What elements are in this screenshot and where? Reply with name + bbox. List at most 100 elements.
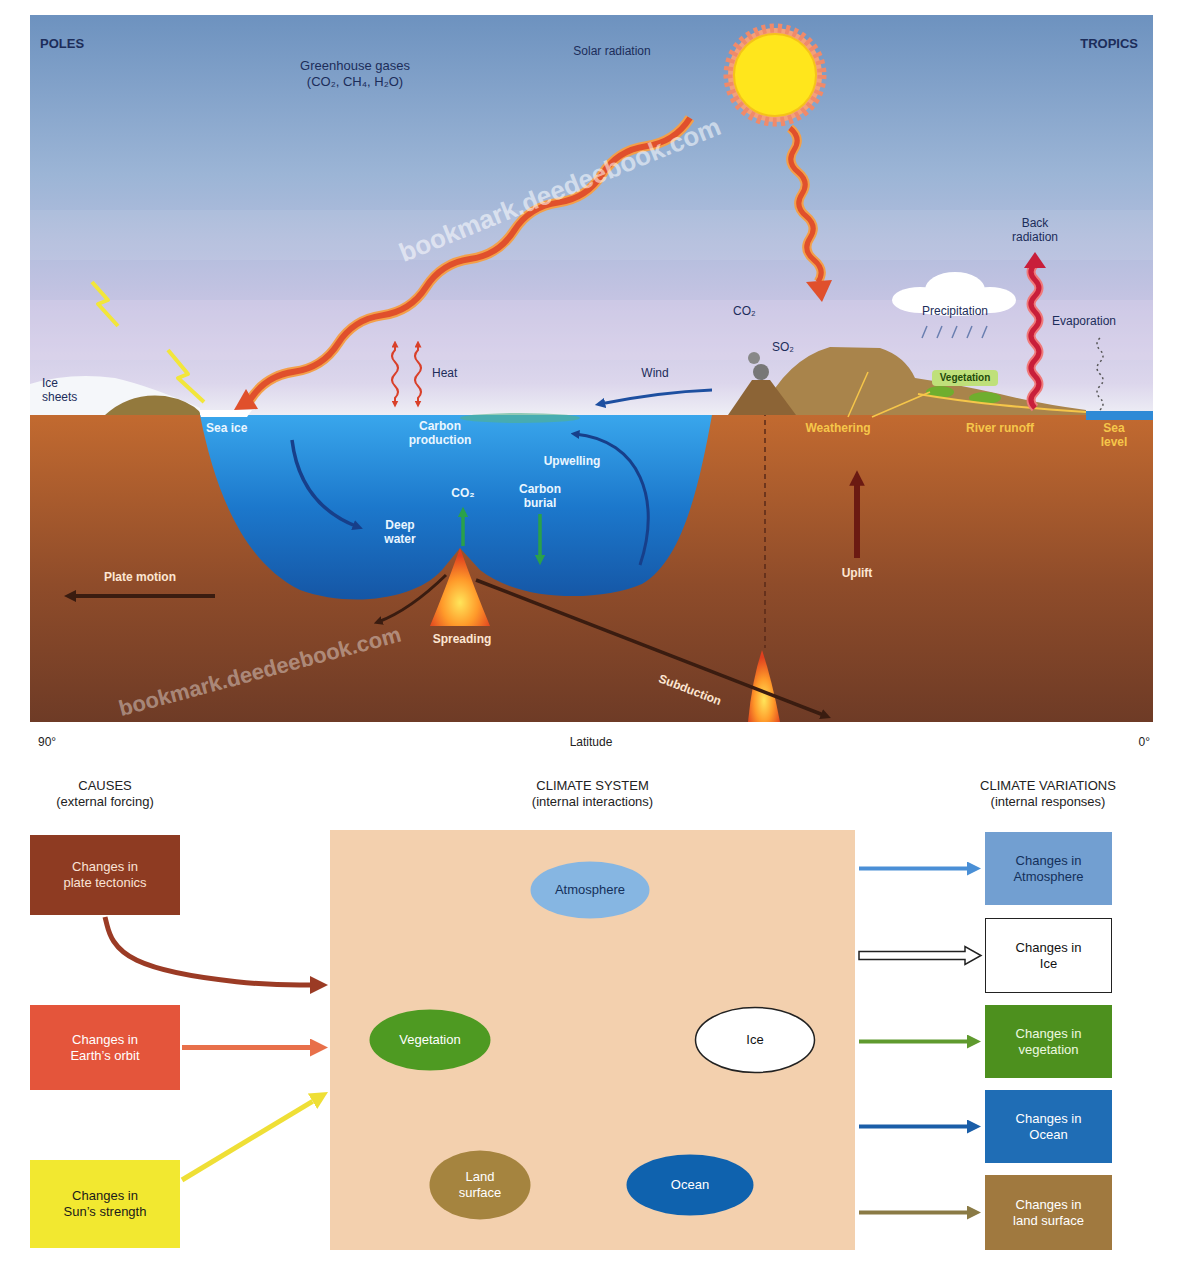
watermark: bookmark.deedeebook.com: [395, 111, 726, 269]
sky: [30, 15, 1153, 415]
node-label: Vegetation: [399, 1032, 460, 1048]
carbon-burial-arrow: [538, 514, 542, 560]
cause-box: Changes in plate tectonics: [30, 835, 180, 915]
component-ellipse: Ice: [694, 1006, 816, 1074]
component-ellipse-shape: [370, 1010, 491, 1071]
node-label: Changes in Earth’s orbit: [60, 1032, 150, 1063]
gas-label: CO₂: [733, 304, 756, 318]
river: [918, 394, 1086, 412]
component-ellipse: Atmosphere: [529, 860, 651, 920]
connector-arrow: [182, 1101, 313, 1180]
solar-ray: [790, 128, 821, 282]
node-label: Changes in Ocean: [1011, 1111, 1087, 1142]
component-ellipse-shape: [696, 1008, 815, 1073]
leader-line: [848, 372, 868, 417]
connector-arrow: [859, 1040, 967, 1044]
back-radiation-arrow: [1031, 264, 1039, 408]
node-label: Changes in Ice: [1011, 940, 1087, 971]
node-label: Changes in plate tectonics: [60, 859, 150, 890]
solar-ray: [790, 128, 821, 282]
cause-box: Changes in Sun’s strength: [30, 1160, 180, 1248]
node-label: Land surface: [450, 1169, 510, 1200]
reflected-sunlight: [92, 282, 118, 326]
process-label: Back radiation: [1000, 216, 1070, 245]
rain: [922, 326, 987, 338]
polar-hill: [105, 395, 200, 415]
process-label: Heat: [432, 366, 457, 380]
node-label: Ocean: [671, 1177, 709, 1193]
process-label: Plate motion: [104, 570, 176, 584]
node-label: Atmosphere: [555, 882, 625, 898]
axis-label: 90°: [38, 735, 56, 749]
heat-arrow: [415, 344, 421, 404]
gas-label: SO₂: [772, 340, 794, 354]
plate-motion-arrow: [70, 594, 215, 598]
node-label: Changes in land surface: [1011, 1197, 1087, 1228]
uplift-arrow: [854, 478, 860, 558]
node-label: Changes in Sun’s strength: [60, 1188, 150, 1219]
axis-label: 0°: [1139, 735, 1150, 749]
tropical-sea: [1086, 411, 1153, 420]
node-label: Ice: [746, 1032, 763, 1048]
process-label: Precipitation: [922, 304, 988, 318]
response-box: Changes in Ice: [985, 918, 1112, 993]
region-label: POLES: [40, 36, 84, 52]
system-panel: CLIMATE SYSTEM (internal interactions)At…: [330, 830, 855, 1250]
magma-conduit: [764, 384, 766, 648]
process-label: Uplift: [842, 566, 873, 580]
feature-label: Sea ice: [206, 421, 247, 435]
component-ellipse-shape: [430, 1151, 531, 1220]
node-label: Changes in vegetation: [1011, 1026, 1087, 1057]
productive-surface: [460, 413, 580, 423]
watermark: bookmark.deedeebook.com: [116, 622, 404, 723]
co2-arrow: [461, 512, 465, 546]
volcano: [728, 380, 796, 415]
wind-arrow: [600, 390, 712, 404]
volcanic-smoke: [753, 364, 769, 380]
sky-band: [30, 210, 1153, 260]
connector-arrow: [859, 1211, 967, 1215]
feature-label: Vegetation: [940, 372, 991, 384]
component-ellipse: Land surface: [428, 1149, 532, 1221]
column-heading: CAUSES (external forcing): [54, 778, 156, 809]
connector-arrow: [859, 1125, 967, 1129]
region-label: TROPICS: [1080, 36, 1138, 52]
cause-box: Changes in Earth’s orbit: [30, 1005, 180, 1090]
evaporation-line: [1097, 338, 1103, 410]
back-radiation-head: [1024, 252, 1046, 268]
connector-arrow: [182, 1045, 310, 1050]
process-label: Evaporation: [1052, 314, 1116, 328]
node-label: Changes in Atmosphere: [1011, 853, 1087, 884]
ridge-magma: [430, 548, 490, 626]
greenhouse-radiation-head: [234, 389, 258, 410]
deep-water-arrow: [292, 440, 358, 527]
process-label: Solar radiation: [573, 44, 650, 58]
heat-arrow: [392, 344, 398, 404]
sun-rays: [728, 28, 822, 122]
component-ellipse-shape: [531, 862, 650, 919]
response-box: Changes in vegetation: [985, 1005, 1112, 1078]
axis-label: Latitude: [570, 735, 613, 749]
solar-ray-head: [806, 280, 832, 302]
process-label: Deep water: [375, 518, 425, 547]
process-label: Wind: [641, 366, 668, 380]
connector-arrow: [105, 917, 310, 985]
response-box: Changes in land surface: [985, 1175, 1112, 1250]
connector-arrow: [859, 947, 981, 965]
component-ellipse-shape: [627, 1155, 754, 1216]
upwelling-arrow: [575, 434, 648, 565]
process-label: Spreading: [433, 632, 492, 646]
feature-label: Sea level: [1094, 421, 1134, 450]
back-radiation-arrow: [1031, 264, 1039, 408]
connector-arrow: [859, 867, 967, 871]
leader-line: [872, 392, 930, 417]
component-ellipse: Ocean: [625, 1153, 755, 1217]
vegetation-patch: [932, 370, 998, 386]
gas-label: CO₂: [451, 486, 474, 500]
section-heading: CLIMATE SYSTEM (internal interactions): [528, 778, 658, 809]
process-label: River runoff: [966, 421, 1034, 435]
ground: [30, 415, 1153, 722]
spreading-arrow: [378, 575, 446, 622]
sky-band: [30, 300, 1153, 360]
